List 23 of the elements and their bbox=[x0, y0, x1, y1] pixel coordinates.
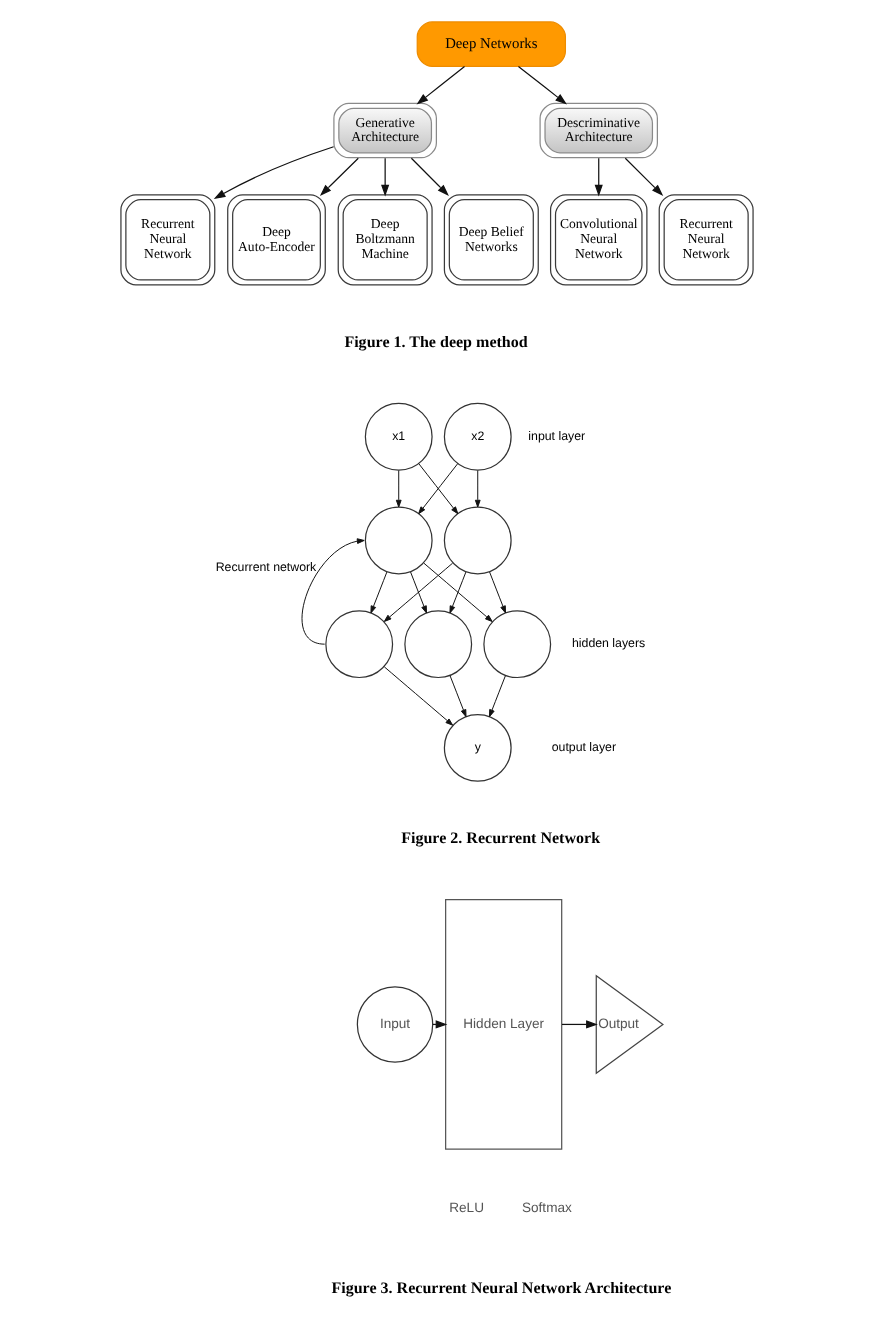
arrow bbox=[410, 157, 449, 196]
arrow bbox=[474, 470, 481, 508]
arrow bbox=[301, 538, 365, 645]
arrow bbox=[416, 65, 466, 105]
arrow bbox=[418, 463, 459, 515]
node-circle bbox=[404, 610, 473, 679]
arrow bbox=[410, 571, 428, 614]
arrow bbox=[370, 571, 388, 614]
arrow bbox=[381, 157, 390, 197]
arrow bbox=[517, 65, 567, 105]
arrow bbox=[488, 675, 506, 718]
arrow bbox=[319, 157, 359, 196]
arrow bbox=[383, 666, 454, 726]
arrow bbox=[383, 562, 454, 622]
arrow bbox=[624, 157, 664, 196]
arrow bbox=[489, 571, 507, 614]
arrow bbox=[449, 571, 467, 614]
arrow bbox=[395, 470, 402, 508]
arrow bbox=[423, 562, 493, 622]
arrow bbox=[561, 1020, 598, 1029]
arrow bbox=[594, 157, 603, 197]
arrow bbox=[213, 146, 335, 200]
arrow bbox=[449, 675, 467, 718]
